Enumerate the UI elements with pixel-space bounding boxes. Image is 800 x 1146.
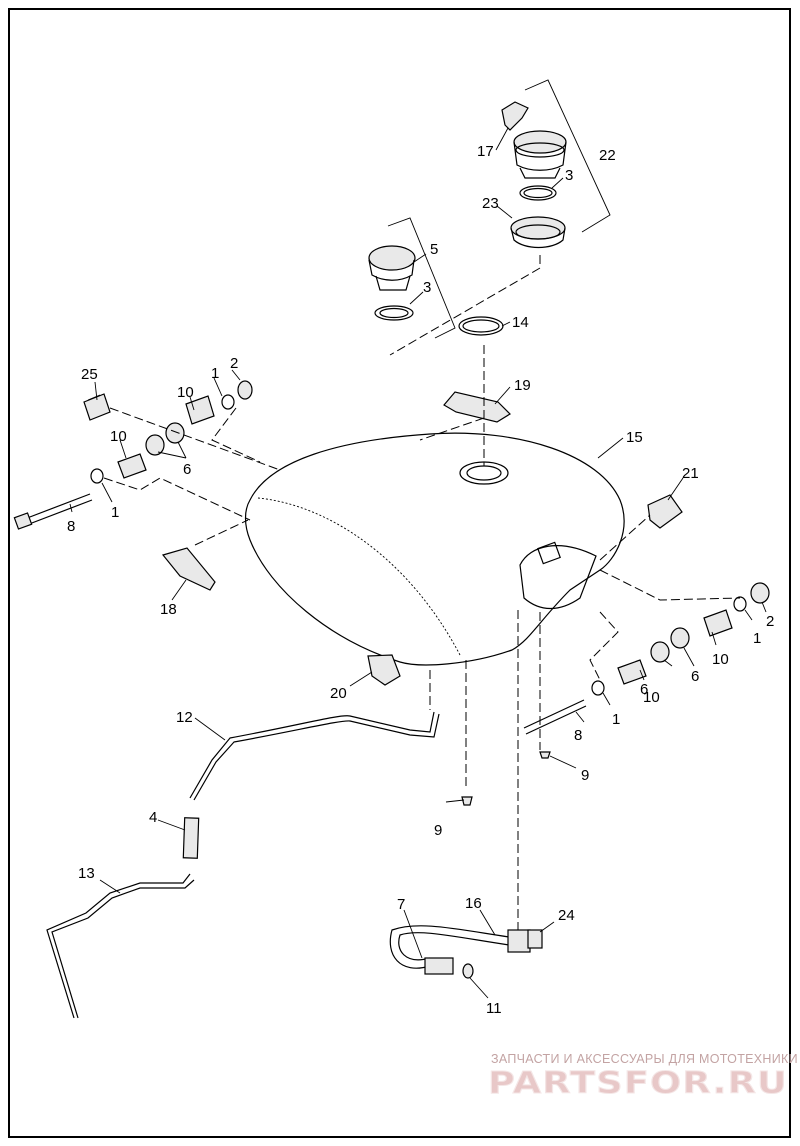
callout-label: 20 xyxy=(330,685,347,702)
callout-label: 13 xyxy=(78,865,95,882)
callout-label: 10 xyxy=(643,689,660,706)
callout-label: 16 xyxy=(465,895,482,912)
callout-label: 21 xyxy=(682,465,699,482)
callout-label: 12 xyxy=(176,709,193,726)
callout-label: 10 xyxy=(110,428,127,445)
callout-label: 8 xyxy=(574,727,582,744)
callout-label: 2 xyxy=(230,355,238,372)
callout-label: 3 xyxy=(423,279,431,296)
callout-label: 6 xyxy=(640,681,648,698)
assembly-bracket-5 xyxy=(387,217,456,339)
callout-label: 9 xyxy=(581,767,589,784)
fuel-line xyxy=(389,925,543,979)
callout-label: 4 xyxy=(149,809,157,826)
callout-label: 1 xyxy=(111,504,119,521)
vent-hoses xyxy=(46,711,440,1019)
right-mount-hardware xyxy=(367,494,770,735)
callout-label: 18 xyxy=(160,601,177,618)
callout-label: 5 xyxy=(430,241,438,258)
leader-lines xyxy=(69,127,767,999)
gauge-bracket xyxy=(443,391,511,423)
callout-label: 14 xyxy=(512,314,529,331)
callout-label: 8 xyxy=(67,518,75,535)
callout-label: 19 xyxy=(514,377,531,394)
callout-label: 11 xyxy=(486,1000,502,1017)
callout-label: 1 xyxy=(612,711,620,728)
callout-label: 23 xyxy=(482,195,499,212)
callout-label: 10 xyxy=(712,651,729,668)
callout-label: 24 xyxy=(558,907,575,924)
callout-labels: 1 1 1 1 2 2 3 3 4 5 6 6 6 6 7 8 8 9 9 10… xyxy=(67,143,774,1017)
retaining-ring xyxy=(458,316,504,336)
callout-label: 25 xyxy=(81,366,98,383)
callout-label: 22 xyxy=(599,147,616,164)
callout-label: 1 xyxy=(211,365,219,382)
fuel-cap xyxy=(368,245,416,321)
left-mount-hardware xyxy=(13,380,253,591)
watermark-tagline: ЗАПЧАСТИ И АКСЕССУАРЫ ДЛЯ МОТОТЕХНИКИ xyxy=(491,1052,798,1066)
assembly-bracket-22 xyxy=(524,79,611,233)
callout-label: 15 xyxy=(626,429,643,446)
reference-lines xyxy=(103,255,741,930)
callout-label: 2 xyxy=(766,613,774,630)
callout-label: 7 xyxy=(397,896,405,913)
callout-label: 6 xyxy=(183,461,191,478)
callout-label: 3 xyxy=(565,167,573,184)
watermark: ЗАПЧАСТИ И АКСЕССУАРЫ ДЛЯ МОТОТЕХНИКИ PA… xyxy=(488,1052,798,1102)
callout-label: 6 xyxy=(691,668,699,685)
callout-label: 1 xyxy=(753,630,761,647)
fuel-tank xyxy=(244,432,625,666)
callout-label: 17 xyxy=(477,143,494,160)
watermark-logo: PARTSFOR.RU xyxy=(488,1066,788,1101)
vented-fuel-cap-assembly xyxy=(501,101,567,249)
callout-label: 9 xyxy=(434,822,442,839)
screws xyxy=(461,751,551,806)
callout-label: 10 xyxy=(177,384,194,401)
